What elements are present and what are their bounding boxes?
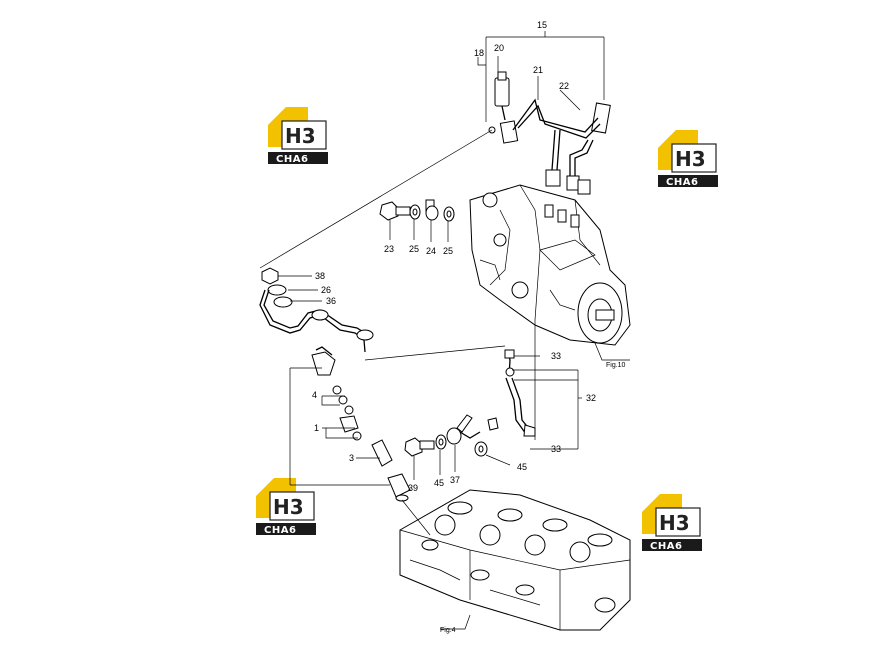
label-39: 39 — [408, 483, 418, 493]
label-25-upper-left: 25 — [409, 244, 419, 254]
label-25-upper-right: 25 — [443, 246, 453, 256]
eye-bolt-group-drawing — [404, 414, 499, 457]
label-32: 32 — [586, 393, 596, 403]
watermark-text: CHA6 — [264, 525, 296, 536]
label-45-lower-right: 45 — [517, 462, 527, 472]
leak-off-pipe-drawing — [259, 267, 374, 353]
watermark-mark: H3 — [285, 124, 316, 148]
leader-lines — [259, 31, 630, 630]
part-number-labels: 15 18 20 21 22 23 25 24 25 38 26 36 4 1 … — [312, 20, 626, 634]
watermark-mark: H3 — [675, 147, 706, 171]
label-26: 26 — [321, 285, 331, 295]
banjo-bolt-group-drawing — [379, 199, 455, 222]
figure-ref-fig10: Fig.10 — [606, 362, 626, 369]
watermark-logo-top-left: H3 CHA6 — [268, 107, 328, 165]
label-23: 23 — [384, 244, 394, 254]
label-33-lower: 33 — [551, 444, 561, 454]
label-3: 3 — [349, 453, 354, 463]
watermark-text: CHA6 — [276, 154, 308, 165]
label-37: 37 — [450, 475, 460, 485]
label-24: 24 — [426, 246, 436, 256]
label-15: 15 — [537, 20, 547, 30]
label-21: 21 — [533, 65, 543, 75]
label-4: 4 — [312, 390, 317, 400]
label-36: 36 — [326, 296, 336, 306]
injection-pump-drawing — [469, 184, 631, 346]
label-22: 22 — [559, 81, 569, 91]
label-38: 38 — [315, 271, 325, 281]
watermark-text: CHA6 — [666, 177, 698, 188]
label-33-upper: 33 — [551, 351, 561, 361]
figure-ref-fig4: Fig.4 — [440, 627, 456, 634]
label-45-lower-left: 45 — [434, 478, 444, 488]
watermark-text: CHA6 — [650, 541, 682, 552]
watermark-mark: H3 — [273, 495, 304, 519]
return-pipe-assembly-drawing — [488, 71, 611, 195]
label-20: 20 — [494, 43, 504, 53]
label-1: 1 — [314, 423, 319, 433]
cylinder-head-drawing — [399, 489, 631, 631]
label-18: 18 — [474, 48, 484, 58]
watermark-logo-bottom-right: H3 CHA6 — [642, 494, 702, 552]
watermark-logo-bottom-left: H3 CHA6 — [256, 478, 316, 536]
fuel-feed-pipe-drawing — [504, 349, 536, 437]
watermark-logo-top-right: H3 CHA6 — [658, 130, 718, 188]
injection-nozzle-drawing — [311, 346, 411, 502]
watermark-mark: H3 — [659, 511, 690, 535]
